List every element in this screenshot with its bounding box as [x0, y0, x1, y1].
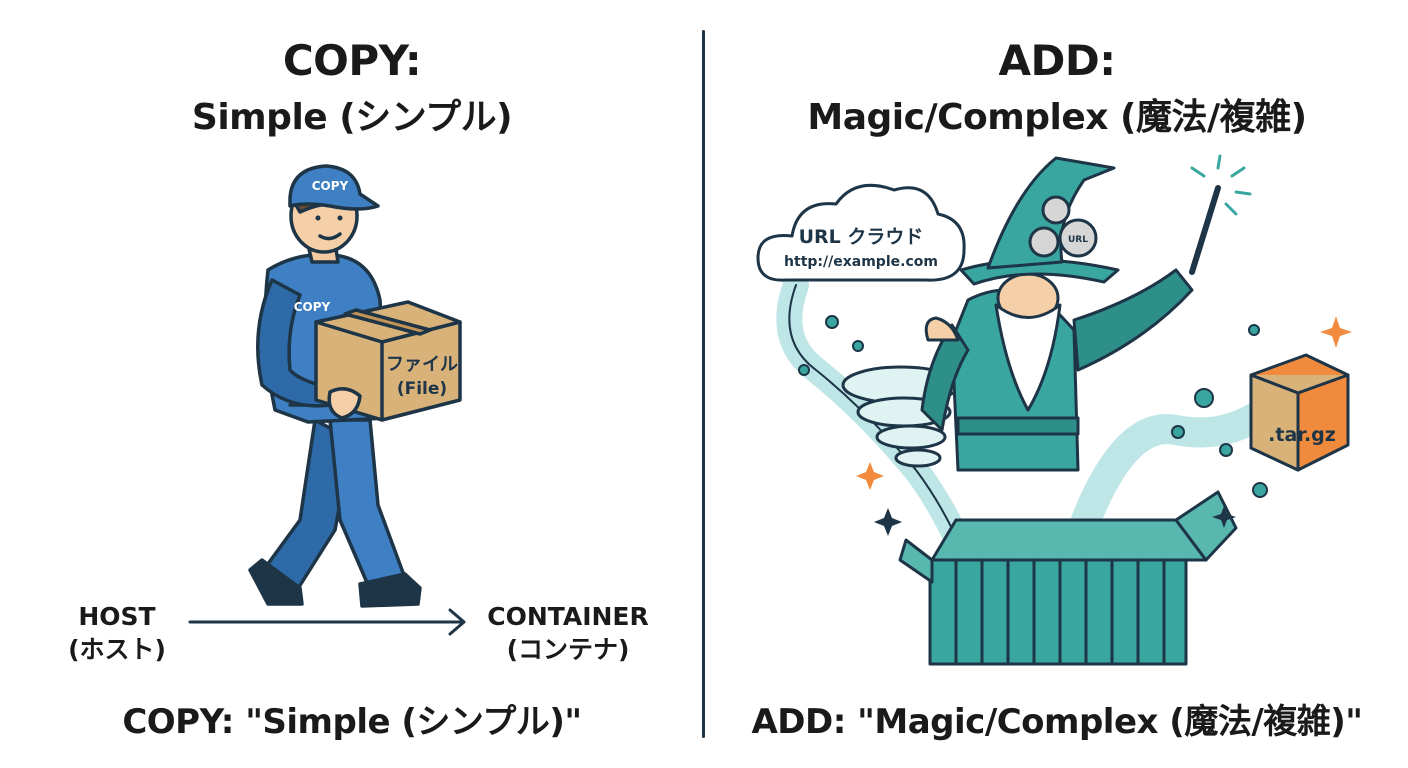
copy-title: COPY:: [282, 36, 422, 85]
magic-wand: [1189, 185, 1221, 275]
copy-subtitle: Simple (シンプル): [191, 97, 513, 138]
shirt-label: COPY: [294, 300, 331, 314]
wand-rays: [1190, 154, 1252, 216]
worker-back-shoe: [248, 558, 304, 606]
host-to-container-arrow: [188, 608, 466, 636]
gear-label: URL: [1068, 235, 1088, 245]
add-panel: ADD: Magic/Complex (魔法/複雑): [706, 0, 1408, 768]
gear-icon: [1028, 226, 1060, 258]
cap-label: COPY: [312, 179, 349, 193]
cloud-title: URL クラウド: [799, 226, 924, 248]
wizard-illustration: URL クラウド http://example.com URL .tar.gz: [756, 154, 1352, 666]
host-label-en: HOST: [78, 602, 156, 631]
add-title: ADD:: [998, 36, 1116, 85]
box-label-en: (File): [397, 379, 447, 399]
cloud-url: http://example.com: [784, 254, 938, 270]
orange-sparkles: [856, 316, 1352, 490]
container-box: [928, 558, 1188, 666]
gear-url-icon: [1058, 218, 1098, 258]
container-label-jp: (コンテナ): [506, 635, 630, 664]
gear-icon: [1041, 195, 1071, 225]
container-label: CONTAINER (コンテナ): [468, 600, 668, 666]
container-label-en: CONTAINER: [487, 602, 649, 631]
container-box-lid: [930, 518, 1208, 562]
dark-sparkles: [874, 506, 1236, 536]
add-caption: ADD: "Magic/Complex (魔法/複雑)": [751, 702, 1363, 742]
center-divider: [702, 30, 705, 738]
copy-panel: COPY: Simple (シンプル): [62, 36, 668, 742]
wizard-beard: [994, 303, 1062, 412]
worker-front-leg: [328, 418, 407, 587]
copy-caption: COPY: "Simple (シンプル)": [122, 702, 582, 742]
magic-sparkles: [798, 315, 1268, 498]
worker-front-shoe: [358, 572, 422, 608]
host-label: HOST (ホスト): [62, 600, 172, 666]
archive-label: .tar.gz: [1268, 424, 1336, 446]
url-cloud: [756, 183, 966, 282]
add-subtitle: Magic/Complex (魔法/複雑): [807, 97, 1307, 138]
box-label-jp: ファイル: [386, 354, 458, 375]
worker-cap: [288, 164, 380, 211]
host-label-jp: (ホスト): [68, 635, 166, 664]
worker-illustration: COPY COPY ファイル (File): [188, 164, 466, 636]
